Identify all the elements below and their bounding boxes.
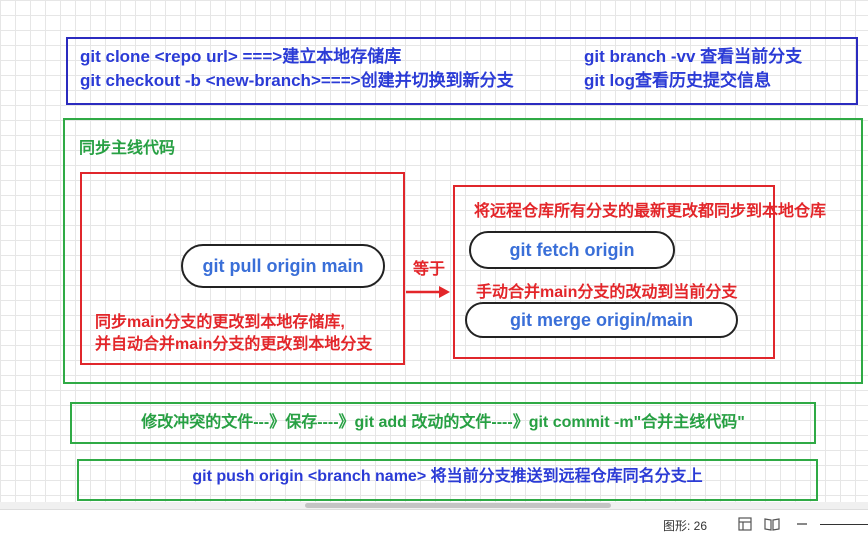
book-icon[interactable] [764,516,780,532]
git-merge-command[interactable]: git merge origin/main [465,302,738,338]
zoom-slider[interactable] [820,524,868,525]
arrow-right-icon [406,286,450,298]
sync-section-title: 同步主线代码 [79,140,176,157]
pull-description-line1: 同步main分支的更改到本地存储库, [95,314,345,331]
pull-description-line2: 并自动合并main分支的更改到本地分支 [95,336,373,353]
push-step-text: git push origin <branch name> 将当前分支推送到远程… [192,468,703,485]
branch-command-text: git branch -vv 查看当前分支 [584,47,803,66]
conflict-step-box[interactable] [70,402,816,444]
pull-box[interactable] [80,172,405,365]
scrollbar-thumb[interactable] [305,503,611,508]
clone-command-text: git clone <repo url> ===>建立本地存储库 [80,47,402,66]
status-bar: 图形: 26 [0,509,868,540]
merge-description: 手动合并main分支的改动到当前分支 [476,284,738,301]
checkout-command-text: git checkout -b <new-branch>===>创建并切换到新分… [80,71,514,90]
equals-label: 等于 [413,261,446,278]
conflict-step-text: 修改冲突的文件---》保存----》git add 改动的文件----》git … [141,414,745,431]
log-command-text: git log查看历史提交信息 [584,71,771,90]
git-pull-command[interactable]: git pull origin main [181,244,385,288]
shape-count: 图形: 26 [663,519,708,533]
fetch-merge-box[interactable] [453,185,775,359]
sync-main-section[interactable] [63,118,863,384]
git-commands-box[interactable] [66,37,858,105]
push-step-box[interactable] [77,459,818,501]
git-fetch-command[interactable]: git fetch origin [469,231,675,269]
layout-icon[interactable] [737,516,753,532]
zoom-out-icon[interactable] [794,516,810,532]
fetch-description: 将远程仓库所有分支的最新更改都同步到本地仓库 [474,203,827,220]
